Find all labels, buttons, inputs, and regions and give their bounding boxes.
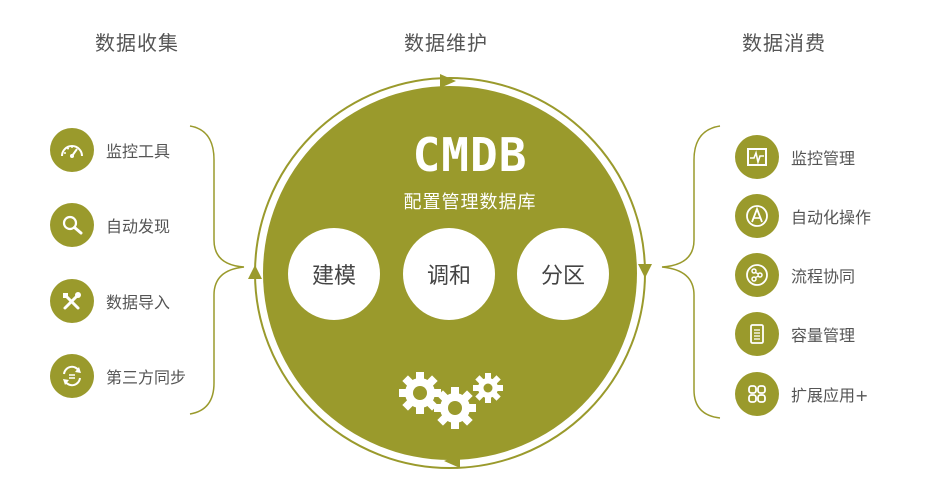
consume-title: 数据消费 xyxy=(742,31,826,55)
ring-arrow-right xyxy=(638,264,652,278)
consume-item-label: 自动化操作 xyxy=(791,208,872,227)
capacity-icon xyxy=(735,312,779,356)
consume-item-label: 容量管理 xyxy=(791,326,856,345)
cmdb-title: CMDB xyxy=(412,128,528,182)
collect-item-third-party-sync: 第三方同步 xyxy=(50,354,186,398)
gauge-icon xyxy=(50,128,94,172)
collect-title: 数据收集 xyxy=(95,31,179,55)
collect-item-monitor-tools: 监控工具 xyxy=(50,128,170,172)
consume-item-automation: 自动化操作 xyxy=(735,194,871,238)
search-icon xyxy=(50,203,94,247)
collect-item-label: 第三方同步 xyxy=(106,368,187,387)
consume-item-monitor-management: 监控管理 xyxy=(735,135,855,179)
tools-icon xyxy=(50,279,94,323)
right-bracket xyxy=(661,125,721,419)
grid-icon xyxy=(735,372,779,416)
ring-arrow-top xyxy=(440,74,456,88)
collect-item-label: 监控工具 xyxy=(106,142,171,161)
bubble-partition: 分区 xyxy=(517,228,609,320)
collect-item-label: 数据导入 xyxy=(106,293,171,312)
flow-icon xyxy=(735,253,779,297)
cmdb-subtitle: 配置管理数据库 xyxy=(403,192,537,213)
consume-item-capacity-management: 容量管理 xyxy=(735,312,855,356)
bubble-reconcile: 调和 xyxy=(403,228,495,320)
consume-item-extensions: 扩展应用+ xyxy=(735,372,868,416)
consume-item-label: 流程协同 xyxy=(791,267,856,286)
consume-item-label: 扩展应用+ xyxy=(791,386,869,405)
auto-icon xyxy=(735,194,779,238)
monitor-icon xyxy=(735,135,779,179)
collect-item-label: 自动发现 xyxy=(106,217,171,236)
collect-item-auto-discovery: 自动发现 xyxy=(50,203,170,247)
collect-item-data-import: 数据导入 xyxy=(50,279,170,323)
ring-arrow-left xyxy=(248,265,262,279)
consume-item-label: 监控管理 xyxy=(791,149,856,168)
left-bracket xyxy=(189,125,245,415)
consume-item-process-collaboration: 流程协同 xyxy=(735,253,855,297)
maintain-title: 数据维护 xyxy=(404,31,488,55)
bubble-modeling: 建模 xyxy=(288,228,380,320)
sync-icon xyxy=(50,354,94,398)
